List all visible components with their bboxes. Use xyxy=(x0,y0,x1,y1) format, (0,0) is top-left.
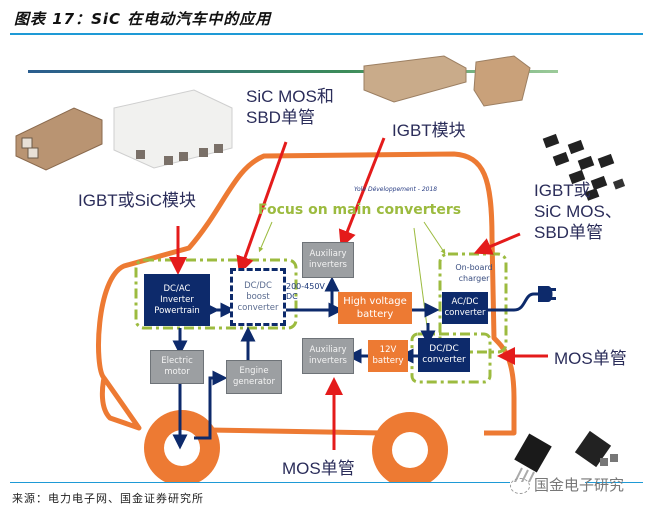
watermark: 国金电子研究 xyxy=(510,474,624,495)
decorative-band xyxy=(28,70,558,73)
label-line: SiC MOS、 xyxy=(534,202,622,221)
label-mos-discrete-bottom: MOS单管 xyxy=(282,459,355,478)
label-igbt-module: IGBT模块 xyxy=(392,121,466,140)
battery-12v-box: 12V battery xyxy=(368,340,408,372)
discrete-transistors-photo xyxy=(542,133,626,201)
label-mos-discrete-right: MOS单管 xyxy=(554,349,627,368)
box-line: generator xyxy=(233,377,275,387)
label-line: IGBT或 xyxy=(534,181,591,200)
box-line: motor xyxy=(164,367,190,377)
main-converters-group-charger xyxy=(438,252,508,354)
box-line: High voltage xyxy=(343,296,407,307)
box-line: DC/DC xyxy=(244,280,272,291)
aux-inverters-top-box: Auxiliary inverters xyxy=(302,242,354,278)
footer-divider-right xyxy=(585,482,643,483)
box-line: Inverter xyxy=(160,294,194,305)
label-line: 200-450V xyxy=(286,282,325,291)
power-connectors xyxy=(172,276,540,450)
dcdc-converter-box: DC/DC converter xyxy=(418,338,470,372)
label-line: On-board xyxy=(455,263,493,272)
figure-title: 图表 17：SiC 在电动汽车中的应用 xyxy=(14,10,272,28)
igbt-module-photo-square xyxy=(473,55,531,107)
dcac-inverter-box: DC/AC Inverter Powertrain xyxy=(144,274,210,326)
diagram-canvas: SiC MOS和 SBD单管 IGBT模块 IGBT或SiC模块 IGBT或 S… xyxy=(14,38,644,482)
box-line: DC/DC xyxy=(429,344,459,354)
title-divider xyxy=(10,33,643,35)
wechat-icon xyxy=(510,477,530,494)
focus-label: Focus on main converters xyxy=(258,202,462,218)
watermark-text: 国金电子研究 xyxy=(534,476,625,494)
box-line: boost xyxy=(246,291,270,302)
figure-source: 来源：电力电子网、国金证券研究所 xyxy=(12,492,204,505)
main-converters-group-left xyxy=(134,258,298,330)
igbt-module-photo-left xyxy=(15,107,103,171)
voltage-label: 200-450V DC xyxy=(286,282,325,302)
box-line: DC/AC xyxy=(163,283,191,294)
box-line: battery xyxy=(356,309,394,320)
box-line: Auxiliary xyxy=(309,345,347,355)
aux-inverters-bottom-box: Auxiliary inverters xyxy=(302,338,354,374)
label-sic-mos-sbd: SiC MOS和 SBD单管 xyxy=(246,86,334,128)
label-line: SBD单管 xyxy=(246,108,315,127)
footer-divider xyxy=(10,482,510,483)
label-line: charger xyxy=(458,274,490,283)
box-line: inverters xyxy=(309,260,347,270)
box-line: converter xyxy=(237,302,279,313)
onboard-charger-label: On-board charger xyxy=(446,262,502,284)
electric-motor-box: Electric motor xyxy=(150,350,204,384)
hv-battery-box: High voltage battery xyxy=(338,292,412,324)
mosfet-dpak-photo xyxy=(574,430,618,468)
sic-module-photo-white xyxy=(113,89,233,169)
box-line: AC/DC xyxy=(451,297,479,307)
source-credit: Yole Développement - 2018 xyxy=(354,186,438,193)
box-line: converter xyxy=(444,308,486,318)
label-line: SiC MOS和 xyxy=(246,87,334,106)
label-igbt-or-sic-mos-sbd: IGBT或 SiC MOS、 SBD单管 xyxy=(534,180,622,243)
box-line: Electric xyxy=(161,356,193,366)
box-line: Powertrain xyxy=(154,305,200,316)
dcdc-boost-box: DC/DC boost converter xyxy=(230,268,286,326)
engine-generator-box: Engine generator xyxy=(226,360,282,394)
diagram-graphics xyxy=(15,55,626,482)
box-line: Auxiliary xyxy=(309,249,347,259)
box-line: 12V xyxy=(379,345,397,355)
label-line: DC xyxy=(286,292,298,301)
annotation-arrows xyxy=(169,137,548,450)
acdc-converter-box: AC/DC converter xyxy=(442,292,488,324)
box-line: battery xyxy=(372,356,404,366)
label-igbt-or-sic-module: IGBT或SiC模块 xyxy=(78,191,197,210)
box-line: converter xyxy=(422,355,466,365)
label-line: SBD单管 xyxy=(534,223,603,242)
igbt-module-photo-top xyxy=(363,55,467,103)
box-line: Engine xyxy=(239,366,269,376)
box-line: inverters xyxy=(309,356,347,366)
power-plug-icon xyxy=(538,286,556,302)
